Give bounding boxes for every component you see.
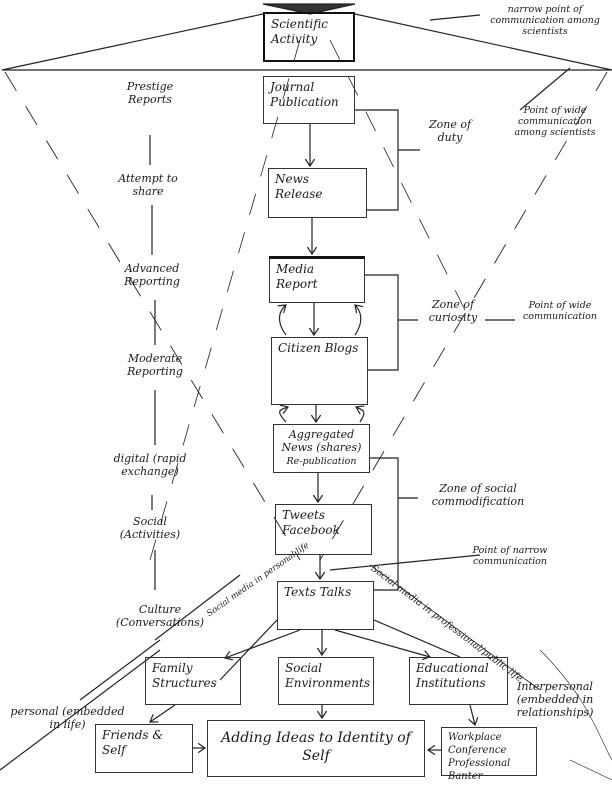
box-social-environments: Social Environments [278,657,374,705]
box-label: Social Environments [285,661,370,690]
annotation-zone-social: Zone of social commodification [431,482,525,508]
scale-social-activities: Social (Activities) [119,515,181,541]
box-scientific-activity: Scientific Activity [263,12,355,62]
box-label: Adding Ideas to Identity of Self [221,730,411,764]
box-label: Friends & Self [102,728,164,757]
box-aggregated-news: Aggregated News (shares) Re-publication [273,424,370,473]
scale-personal: personal (embedded in life) [10,705,125,731]
box-citizen-blogs: Citizen Blogs [271,337,368,405]
annotation-wide-scientists: Point of wide communication among scient… [514,105,596,138]
box-texts-talks: Texts Talks [277,581,374,630]
box-friends-self: Friends & Self [95,724,193,773]
box-label: Citizen Blogs [278,341,359,355]
scale-attempt-to-share: Attempt to share [118,172,178,198]
annotation-interpersonal: Interpersonal (embedded in relationships… [516,680,594,719]
scale-digital: digital (rapid exchange) [113,452,187,478]
box-label: Aggregated News (shares) [281,428,362,454]
box-label: Media Report [276,262,318,291]
box-adding-ideas: Adding Ideas to Identity of Self [207,720,425,777]
box-label: Texts Talks [284,585,352,599]
box-label: Workplace Conference Professional Banter [448,732,511,782]
box-label: Scientific Activity [271,17,328,46]
scale-advanced-reporting: Advanced Reporting [124,262,180,288]
box-tweets-facebook: Tweets Facebook [275,504,372,555]
box-workplace: Workplace Conference Professional Banter [441,727,537,782]
box-label: Tweets Facebook [282,508,340,537]
scale-culture: Culture (Conversations) [115,603,205,629]
box-media-report: Media Report [269,256,365,303]
box-journal-publication: Journal Publication [263,76,355,124]
box-educational-institutions: Educational Institutions [409,657,508,705]
annotation-narrow-point: Point of narrow communication [472,545,548,567]
box-news-release: News Release [268,168,367,218]
annotation-zone-duty: Zone of duty [428,118,472,144]
scale-prestige-reports: Prestige Reports [126,80,174,106]
annotation-zone-curiosity: Zone of curiosity [428,298,478,324]
box-sublabel: Re-publication [286,456,357,467]
box-label: Journal Publication [270,80,339,109]
scale-moderate-reporting: Moderate Reporting [127,352,183,378]
box-family-structures: Family Structures [145,657,241,705]
box-label: Family Structures [152,661,217,690]
annotation-narrow-top: narrow point of communication among scie… [490,4,600,37]
box-label: News Release [275,172,323,201]
annotation-wide-point: Point of wide communication [522,300,597,322]
box-label: Educational Institutions [416,661,489,690]
